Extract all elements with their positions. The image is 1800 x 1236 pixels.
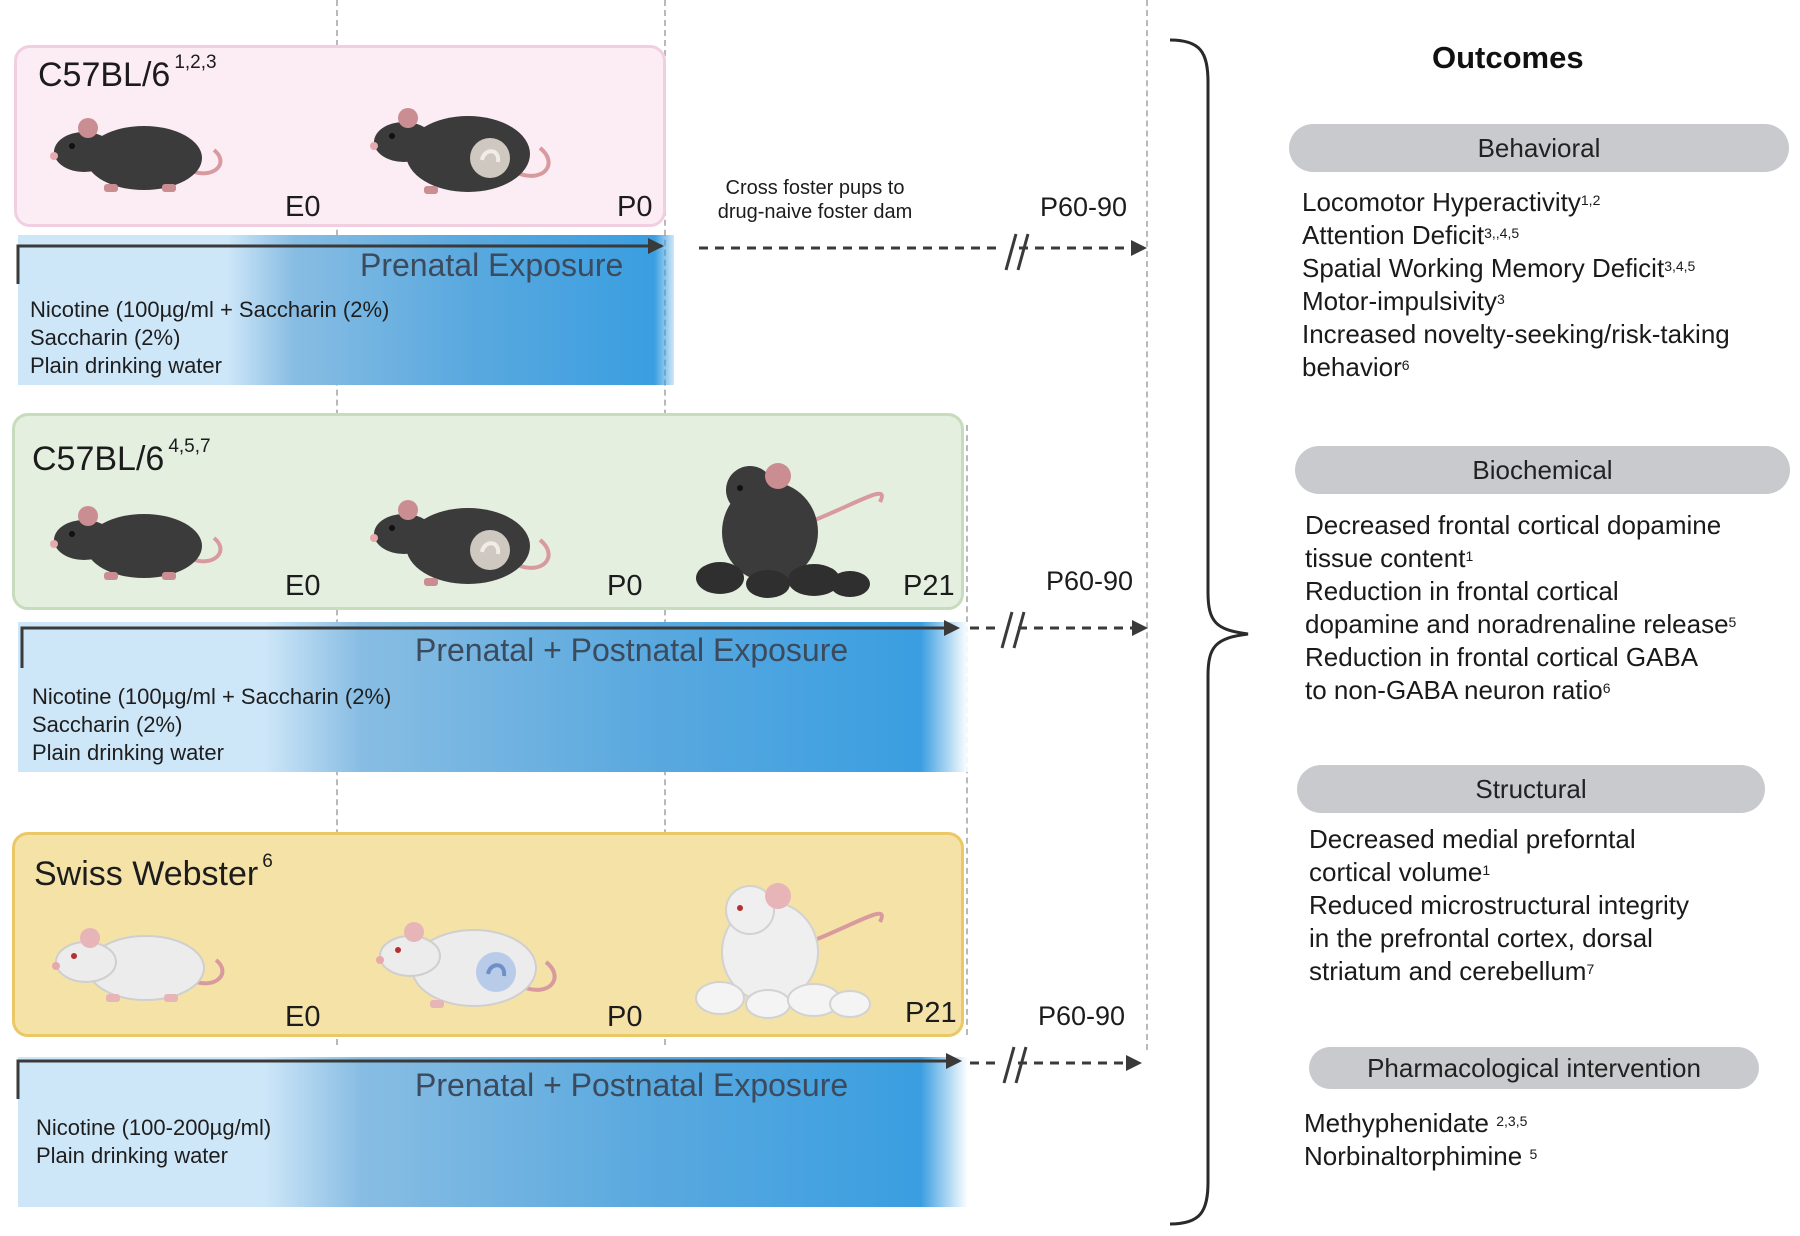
mouse-icon <box>52 928 225 1002</box>
timeline-arrow-2 <box>20 620 960 668</box>
curly-brace-icon <box>1169 38 1249 1226</box>
endpoint-label-3: P60-90 <box>1038 1001 1126 1031</box>
timeline-arrow-1 <box>16 238 664 284</box>
exposure-label-3: Prenatal + Postnatal Exposure <box>415 1067 849 1103</box>
mouse-icon <box>50 506 223 580</box>
timeline-arrow-3 <box>16 1053 962 1099</box>
stage-e0: E0 <box>285 1001 321 1033</box>
dashed-arrow-3 <box>970 1049 1142 1077</box>
structural-outcomes: Decreased medial preforntal cortical vol… <box>1309 824 1690 986</box>
outcomes-title: Outcomes <box>1432 40 1584 75</box>
stage-p0: P0 <box>607 570 643 602</box>
category-pharmacological: Pharmacological intervention <box>1309 1047 1759 1089</box>
stage-e0: E0 <box>285 191 321 223</box>
axis-break-icon <box>1004 233 1030 271</box>
pregnant-mouse-icon <box>376 922 557 1008</box>
pregnant-mouse-icon <box>370 500 551 586</box>
mouse-with-pups-icon <box>696 463 884 598</box>
stage-p21: P21 <box>903 570 955 602</box>
mouse-with-pups-icon <box>695 883 884 1019</box>
category-behavioral: Behavioral <box>1289 124 1789 172</box>
guide-end <box>1146 0 1148 1050</box>
exposure-band-2 <box>18 622 968 772</box>
endpoint-label-2: P60-90 <box>1046 566 1134 596</box>
stage-p21: P21 <box>905 997 957 1029</box>
treatment-list-2: Nicotine (100µg/ml + Saccharin (2%) Sacc… <box>32 684 392 765</box>
stage-e0: E0 <box>285 570 321 602</box>
category-biochemical: Biochemical <box>1295 446 1790 494</box>
mouse-icon <box>50 118 223 192</box>
treatment-list-3: Nicotine (100-200µg/ml) Plain drinking w… <box>36 1115 272 1168</box>
stage-p0: P0 <box>607 1001 643 1033</box>
stage-p0: P0 <box>617 191 653 223</box>
cross-foster-note: Cross foster pups to drug-naive foster d… <box>717 177 913 223</box>
dashed-arrow-1 <box>699 234 1147 262</box>
treatment-list-1: Nicotine (100µg/ml + Saccharin (2%) Sacc… <box>30 297 390 378</box>
biochemical-outcomes: Decreased frontal cortical dopamine tiss… <box>1305 510 1737 705</box>
exposure-band-3 <box>18 1057 968 1207</box>
exposure-label-1: Prenatal Exposure <box>360 247 624 283</box>
behavioral-outcomes: Locomotor Hyperactivity1,2 Attention Def… <box>1302 187 1730 382</box>
endpoint-label-1: P60-90 <box>1040 192 1128 222</box>
pharmacological-outcomes: Methyphenidate 2,3,5 Norbinaltorphimine … <box>1304 1108 1538 1171</box>
axis-break-icon <box>1000 611 1026 649</box>
axis-break-icon <box>1002 1046 1028 1084</box>
exposure-label-2: Prenatal + Postnatal Exposure <box>415 632 849 668</box>
pregnant-mouse-icon <box>370 108 551 194</box>
category-structural: Structural <box>1297 765 1765 813</box>
exposure-band-1 <box>18 235 674 385</box>
